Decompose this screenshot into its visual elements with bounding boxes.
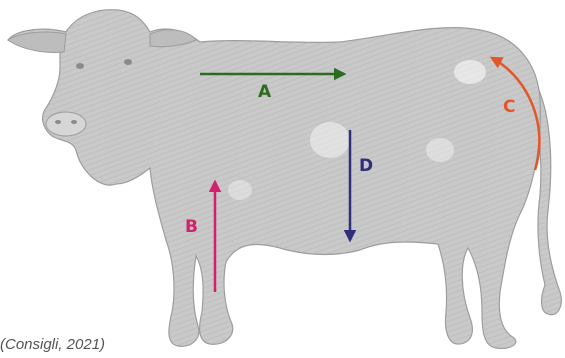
body-highlight [454,60,486,84]
cow-eye-right [124,59,132,65]
source-caption: (Consigli, 2021) [0,336,105,353]
cow-eye-left [76,63,84,69]
label-b: B [185,217,198,237]
body-highlight [228,180,252,200]
label-c: C [503,97,515,117]
cow-nostril [55,120,61,124]
cow-illustration [8,10,561,349]
label-a: A [258,82,272,102]
body-highlight [426,138,454,162]
label-d: D [359,156,373,176]
cow-muzzle [46,112,86,136]
body-highlight [310,122,350,158]
cow-nostril [71,120,77,124]
